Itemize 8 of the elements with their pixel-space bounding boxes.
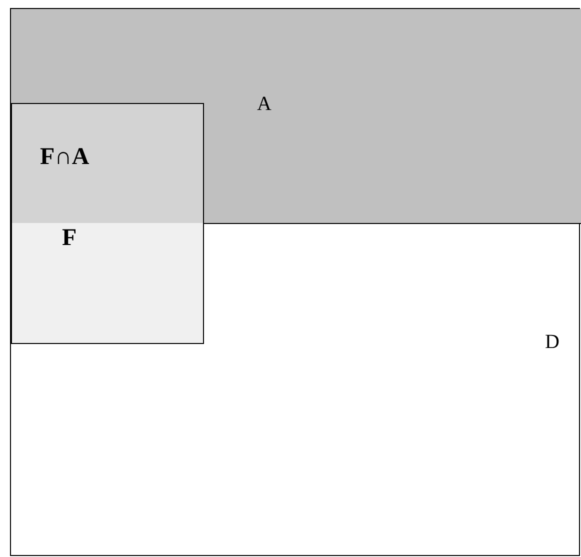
region-label: A xyxy=(257,93,272,115)
region-label: F xyxy=(62,227,77,249)
region-label: F∩A xyxy=(40,146,90,168)
region-band xyxy=(11,9,581,224)
overlap-region xyxy=(11,103,204,224)
region-label: D xyxy=(545,331,560,353)
region-rectangle xyxy=(10,8,580,556)
region-rectangle xyxy=(11,223,204,344)
